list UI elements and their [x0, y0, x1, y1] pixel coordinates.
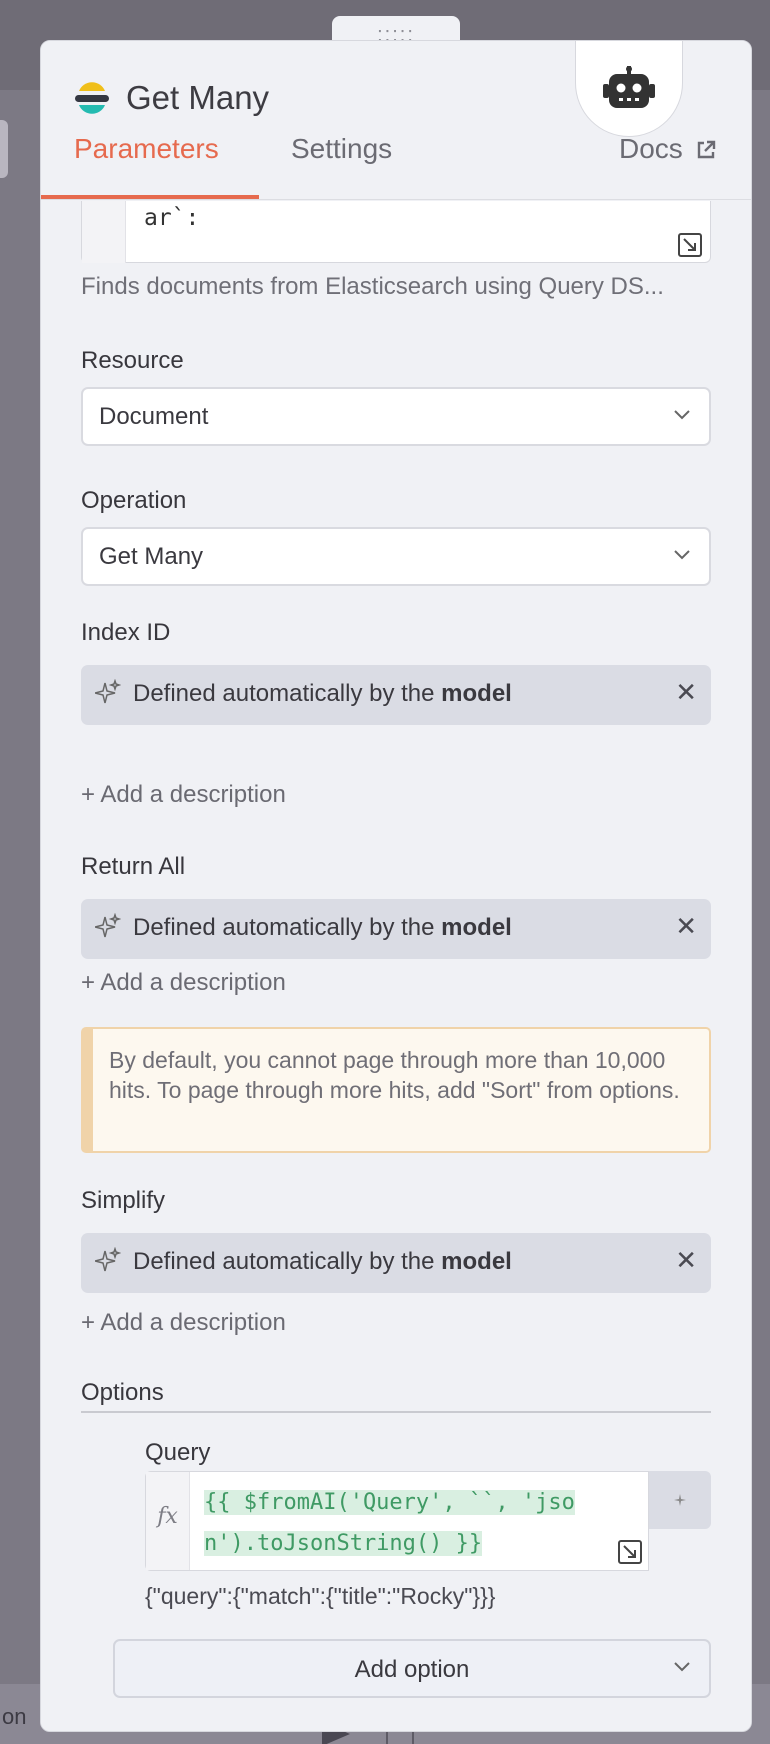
index-id-label: Index ID	[81, 619, 171, 646]
tab-settings[interactable]: Settings	[291, 133, 393, 164]
add-option-select[interactable]: Add option	[113, 1639, 711, 1698]
node-title: Get Many	[126, 79, 270, 116]
close-icon[interactable]: ✕	[675, 911, 697, 941]
close-icon[interactable]: ✕	[675, 1245, 697, 1275]
add-description-link[interactable]: + Add a description	[81, 781, 286, 808]
close-icon[interactable]: ✕	[675, 677, 697, 707]
query-result-preview: {"query":{"match":{"title":"Rocky"}}}	[145, 1583, 496, 1609]
parameters-content: ar`: Finds documents from Elasticsearch …	[41, 199, 751, 1731]
auto-text: Defined automatically by the model	[133, 680, 512, 707]
chevron-down-icon	[674, 410, 690, 420]
query-label: Query	[145, 1439, 211, 1466]
fx-icon: fx	[146, 1472, 190, 1570]
chevron-down-icon	[674, 550, 690, 560]
add-description-link[interactable]: + Add a description	[81, 1309, 286, 1336]
index-id-auto-field[interactable]: Defined automatically by the model ✕	[81, 665, 711, 725]
chevron-down-icon	[674, 1662, 690, 1672]
canvas-bottom-text: on	[2, 1704, 27, 1729]
ai-assistant-button[interactable]	[575, 41, 683, 137]
ai-param-button[interactable]	[649, 1471, 711, 1529]
query-expression-editor[interactable]: fx {{ $fromAI('Query', ``, 'jso n').toJs…	[145, 1471, 649, 1571]
operation-label: Operation	[81, 487, 187, 514]
canvas-left-node	[0, 120, 8, 178]
tool-description-editor[interactable]: ar`:	[81, 199, 711, 263]
auto-text: Defined automatically by the model	[133, 914, 512, 941]
resource-value: Document	[99, 403, 209, 430]
add-option-label: Add option	[354, 1656, 470, 1683]
tab-parameters[interactable]: Parameters	[74, 133, 219, 164]
sparkles-icon	[95, 679, 121, 704]
expand-icon[interactable]	[678, 233, 702, 257]
return-all-auto-field[interactable]: Defined automatically by the model ✕	[81, 899, 711, 959]
simplify-auto-field[interactable]: Defined automatically by the model ✕	[81, 1233, 711, 1293]
resource-label: Resource	[81, 347, 184, 374]
tool-description-summary: Finds documents from Elasticsearch using…	[81, 273, 664, 300]
elasticsearch-logo	[75, 82, 109, 114]
add-description-link[interactable]: + Add a description	[81, 969, 286, 996]
operation-select[interactable]: Get Many	[81, 527, 711, 586]
sparkles-icon	[95, 913, 121, 938]
tab-bar	[41, 141, 751, 200]
editor-code[interactable]: ar`:	[144, 205, 200, 231]
docs-label: Docs	[619, 133, 683, 164]
query-expression[interactable]: {{ $fromAI('Query', ``, 'jso n').toJsonS…	[204, 1490, 575, 1556]
editor-gutter	[82, 199, 126, 263]
resource-select[interactable]: Document	[81, 387, 711, 446]
auto-text: Defined automatically by the model	[133, 1248, 512, 1275]
sparkles-icon	[674, 1494, 686, 1506]
robot-icon	[603, 65, 655, 108]
operation-value: Get Many	[99, 543, 204, 570]
expand-icon[interactable]	[618, 1540, 642, 1564]
simplify-label: Simplify	[81, 1187, 166, 1214]
external-link-icon	[697, 140, 715, 159]
options-title: Options	[81, 1379, 164, 1406]
pagination-notice: By default, you cannot page through more…	[81, 1027, 711, 1153]
return-all-label: Return All	[81, 853, 186, 880]
node-panel: ar`: Finds documents from Elasticsearch …	[40, 40, 752, 1732]
active-tab-indicator	[41, 195, 259, 199]
options-divider	[81, 1411, 711, 1413]
sparkles-icon	[95, 1247, 121, 1272]
docs-link[interactable]: Docs	[619, 133, 717, 165]
